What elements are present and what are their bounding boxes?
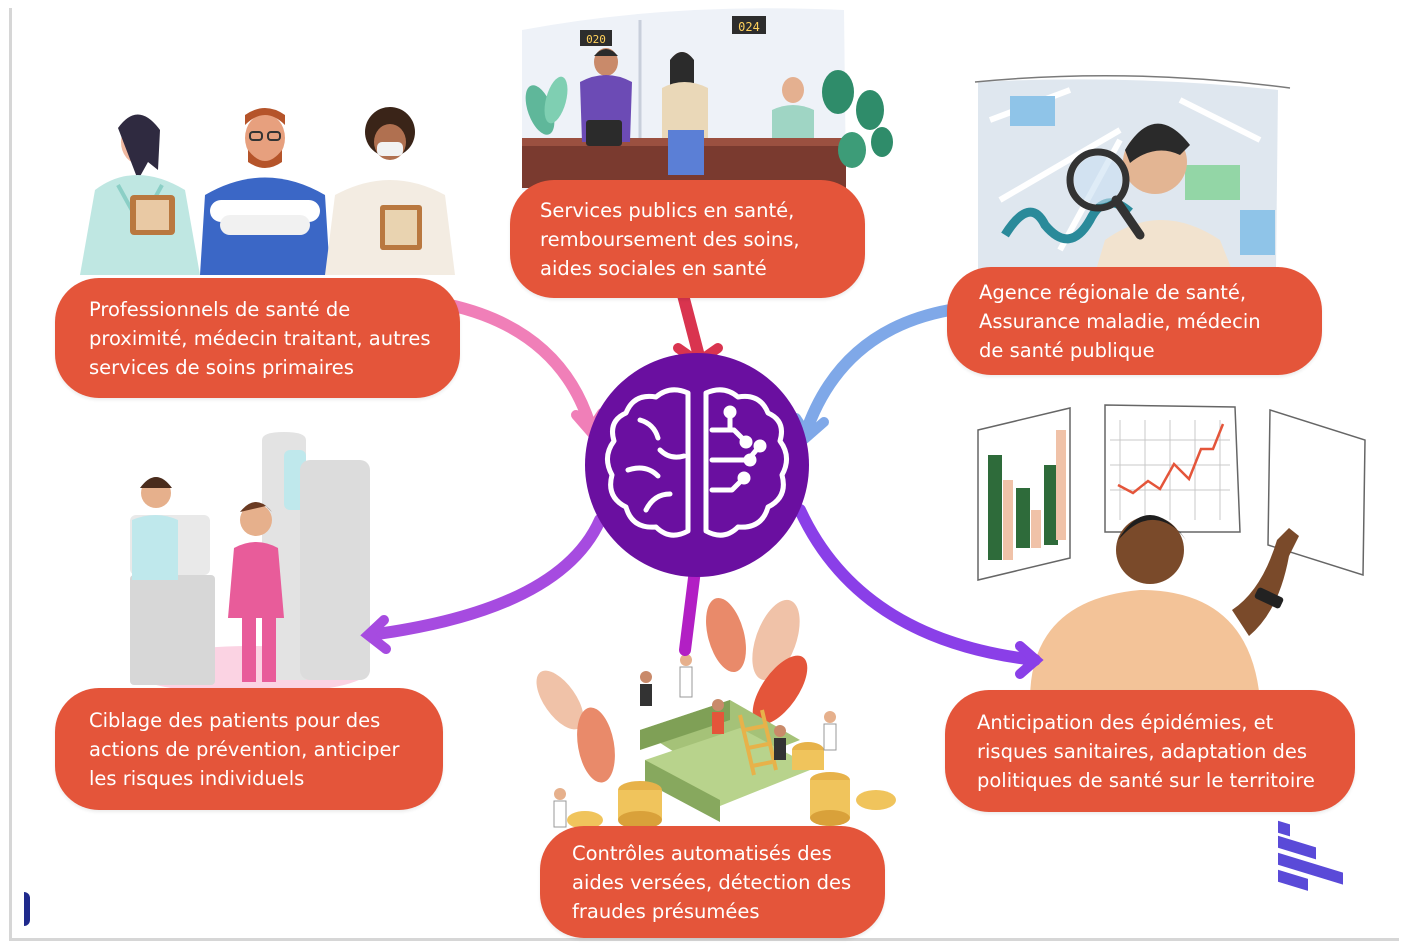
connector-top-center [677,289,706,366]
node-line: de santé publique [979,338,1155,362]
node-line: proximité, médecin traitant, autres [89,326,431,350]
node-top-center: Services publics en santé, remboursement… [510,180,865,298]
money-coins-illustration [536,598,896,829]
frame-bottom-border [9,938,1399,941]
node-bottom-left: Ciblage des patients pour des actions de… [55,688,443,810]
analyst-charts-illustration [977,404,1366,891]
node-line: Ciblage des patients pour des [89,708,381,732]
node-line: Anticipation des épidémies, et [977,710,1274,734]
map-magnifier-illustration [974,75,1291,290]
node-top-left: Professionnels de santé de proximité, mé… [55,278,460,398]
connector-bottom-center [679,564,701,656]
node-line: Contrôles automatisés des [572,841,832,865]
counter-number-1: 020 [586,33,606,46]
public-service-counter-illustration: 020 024 [522,8,893,190]
arrowhead-bottom-left [360,615,391,654]
connector-top-right [799,304,956,441]
node-line: Assurance maladie, médecin [979,309,1261,333]
connector-top-left [444,299,596,431]
node-top-right: Agence régionale de santé, Assurance mal… [947,267,1322,375]
hub [585,353,809,577]
frame-left-border [9,8,12,938]
node-line: les risques individuels [89,766,305,790]
counter-number-2: 024 [738,20,760,34]
node-line: Professionnels de santé de [89,297,351,321]
mammography-illustration [130,432,370,694]
node-line: risques sanitaires, adaptation des [977,739,1308,763]
node-line: fraudes présumées [572,899,760,923]
connector-bottom-right [794,504,1041,666]
node-line: aides versées, détection des [572,870,852,894]
page-edge-marker [24,892,30,926]
node-line: Services publics en santé, [540,198,795,222]
node-line: actions de prévention, anticiper [89,737,400,761]
node-line: politiques de santé sur le territoire [977,768,1315,792]
connector-bottom-left [364,514,606,641]
arrowhead-bottom-right [1015,641,1044,679]
node-line: Agence régionale de santé, [979,280,1247,304]
node-line: remboursement des soins, [540,227,800,251]
node-bottom-center: Contrôles automatisés des aides versées,… [540,826,885,938]
brain-circuit-icon [605,387,789,538]
node-line: aides sociales en santé [540,256,767,280]
node-bottom-right: Anticipation des épidémies, et risques s… [945,690,1355,812]
node-line: services de soins primaires [89,355,354,379]
health-professionals-illustration [80,107,455,275]
